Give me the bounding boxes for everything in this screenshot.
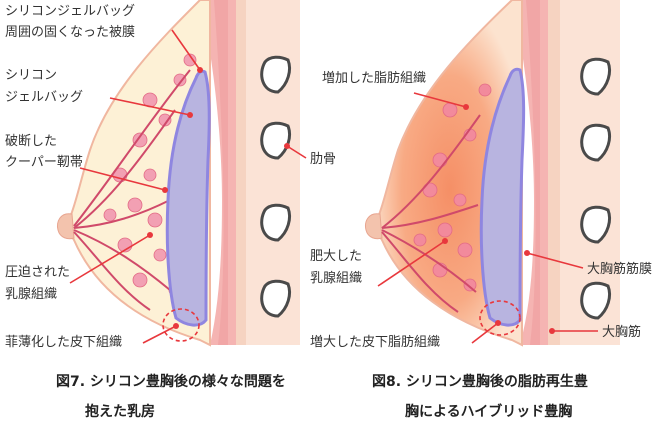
figure-8-caption: 図8. シリコン豊胸後の脂肪再生豊 胸によるハイブリッド豊胸 — [372, 373, 588, 420]
label-fascia: 大胸筋筋膜 — [587, 261, 652, 277]
ribs — [260, 55, 292, 318]
leaders — [69, 29, 598, 344]
figure-7 — [57, 0, 300, 347]
label-fat-increase: 増加した脂肪組織 — [322, 70, 426, 86]
label-gland-line2: 乳腺組織 — [5, 287, 57, 302]
caption-line2: 胸によるハイブリッド豊胸 — [405, 403, 572, 420]
caption-line1: 図8. シリコン豊胸後の脂肪再生豊 — [372, 373, 588, 390]
caption-line2: 抱えた乳房 — [85, 403, 155, 420]
nipple — [365, 213, 383, 240]
label-gel-bag-line1: シリコン — [5, 68, 57, 83]
milk-ducts — [381, 114, 481, 313]
label-gland-line1: 圧迫された — [5, 265, 70, 280]
label-capsule-line2: 周囲の固くなった被膜 — [5, 25, 135, 40]
label-gel-bag-line2: ジェルバッグ — [5, 90, 83, 105]
label-cooper-line2: クーパー靭帯 — [5, 155, 83, 170]
label-capsule-line1: シリコンジェルバッグ — [5, 4, 135, 19]
silicone-implant — [165, 69, 211, 327]
silicone-implant — [479, 67, 526, 327]
milk-ducts — [73, 69, 191, 311]
label-cooper-line1: 破断した — [5, 134, 57, 149]
enlarged-subcutis-marker — [479, 300, 521, 336]
figure-8 — [365, 0, 620, 347]
label-gland-line1: 肥大した — [310, 249, 362, 264]
figure-8-labels: 増加した脂肪組織 肋骨 肥大した 乳腺組織 増大した皮下脂肪組織 大胸筋筋膜 大… — [310, 70, 652, 350]
caption-line1: 図7. シリコン豊胸後の様々な問題を — [56, 373, 286, 390]
figure-7-caption: 図7. シリコン豊胸後の様々な問題を 抱えた乳房 — [56, 373, 286, 420]
label-rib: 肋骨 — [310, 152, 336, 167]
ribs — [580, 57, 612, 320]
label-subcutis: 菲薄化した皮下組織 — [5, 335, 122, 350]
label-muscle: 大胸筋 — [602, 324, 641, 340]
label-subcutis: 増大した皮下脂肪組織 — [310, 334, 440, 350]
figure-7-labels: シリコンジェルバッグ 周囲の固くなった被膜 シリコン ジェルバッグ 破断した ク… — [5, 4, 135, 350]
thinned-subcutis-marker — [162, 308, 200, 342]
muscle-shade — [526, 0, 540, 345]
hypertrophic-gland-lobules — [413, 83, 492, 292]
nipple — [57, 213, 75, 240]
label-gland-line2: 乳腺組織 — [310, 271, 362, 286]
muscle-shade — [214, 0, 228, 345]
